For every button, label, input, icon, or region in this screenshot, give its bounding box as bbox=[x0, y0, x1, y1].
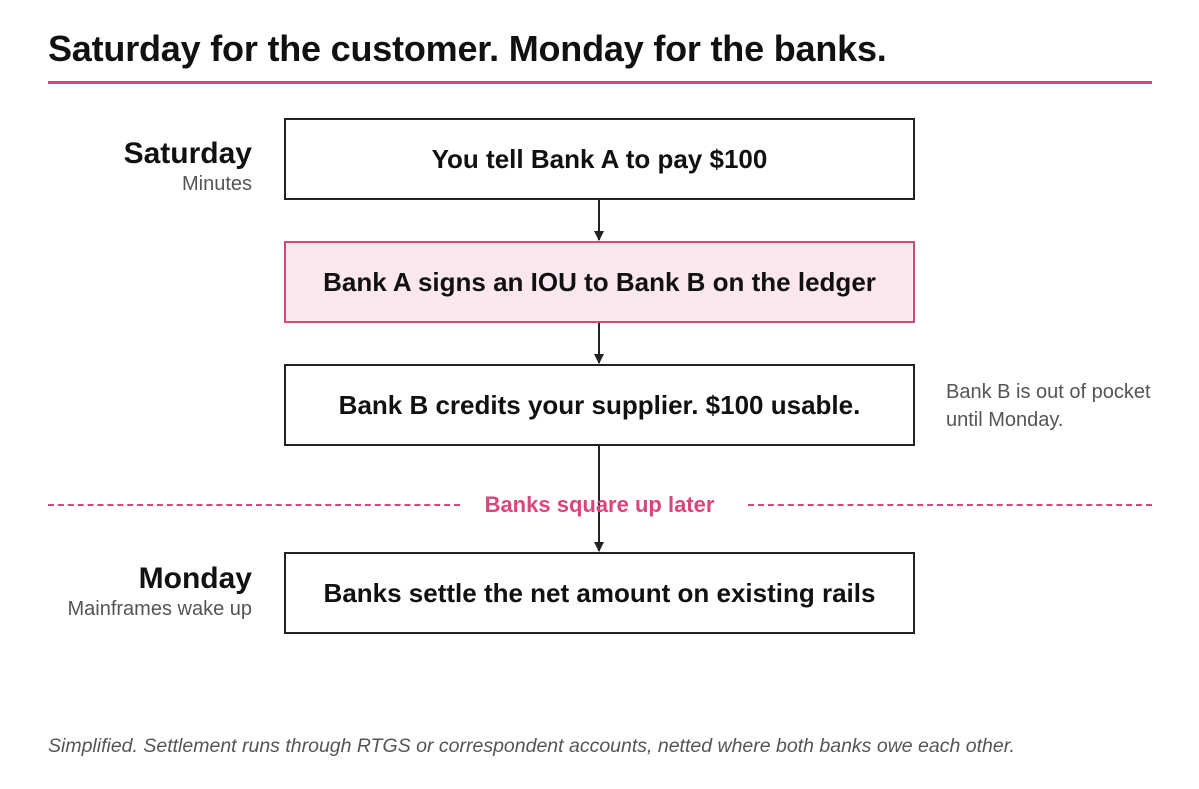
divider-line-right bbox=[748, 504, 1152, 506]
monday-label: Monday bbox=[138, 562, 252, 595]
step-box-3: Bank B credits your supplier. $100 usabl… bbox=[284, 364, 915, 446]
title-rule bbox=[48, 81, 1152, 84]
step-box-1: You tell Bank A to pay $100 bbox=[284, 118, 915, 200]
footnote: Simplified. Settlement runs through RTGS… bbox=[48, 735, 1015, 757]
step-box-2: Bank A signs an IOU to Bank B on the led… bbox=[284, 241, 915, 323]
divider-line-left bbox=[48, 504, 460, 506]
page-title: Saturday for the customer. Monday for th… bbox=[48, 28, 887, 69]
saturday-lane-label: Saturday Minutes bbox=[124, 137, 252, 197]
monday-lane-label: Monday Mainframes wake up bbox=[67, 562, 252, 622]
side-note: Bank B is out of pocket until Monday. bbox=[946, 381, 1151, 431]
saturday-label: Saturday bbox=[123, 137, 252, 170]
monday-sublabel: Mainframes wake up bbox=[67, 598, 252, 620]
step-box-4: Banks settle the net amount on existing … bbox=[284, 552, 915, 634]
saturday-sublabel: Minutes bbox=[181, 173, 252, 195]
divider-label: Banks square up later bbox=[484, 492, 715, 517]
